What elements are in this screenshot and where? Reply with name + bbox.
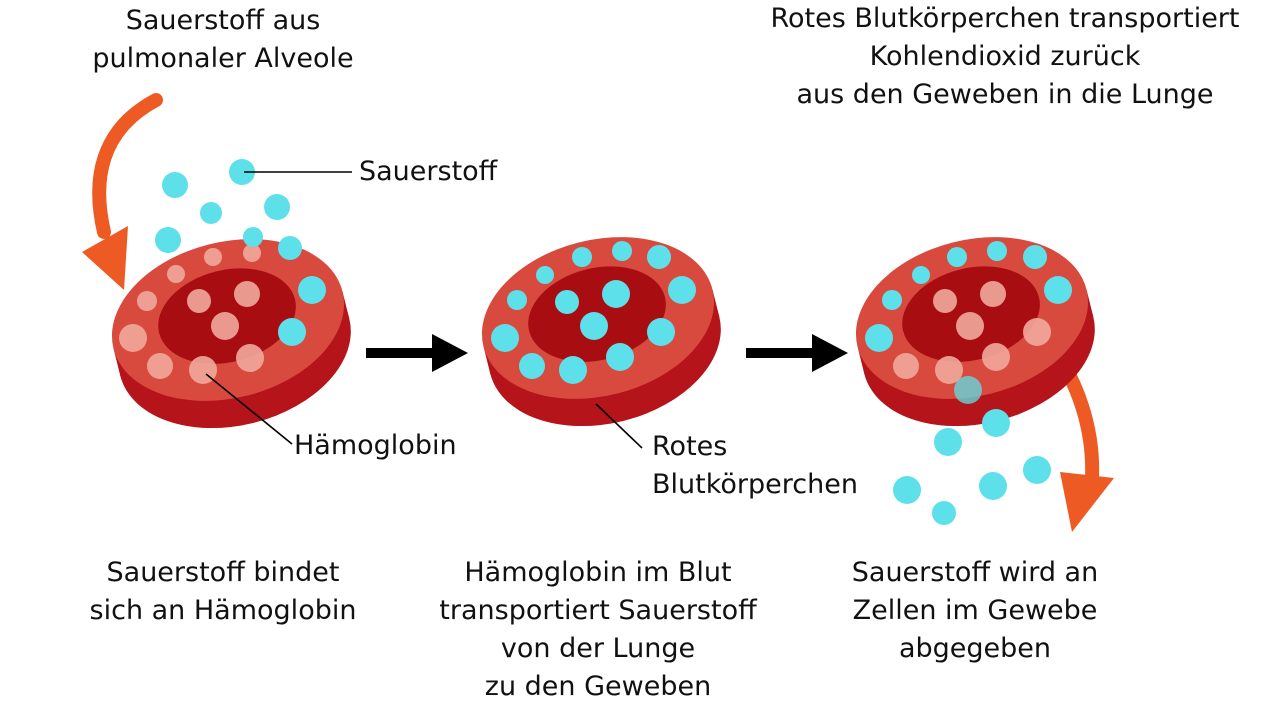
caption-step-1: Sauerstoff bindet sich an Hämoglobin: [64, 554, 382, 630]
caption-step-2: Hämoglobin im Blut transportiert Sauerst…: [420, 554, 776, 706]
leader-line-hemoglobin: [205, 373, 293, 445]
label-co2-transport: Rotes Blutkörperchen transportiert Kohle…: [752, 0, 1258, 114]
label-line: Rotes Blutkörperchen transportiert: [770, 3, 1240, 34]
label-line: Blutkörperchen: [652, 469, 858, 500]
caption-line: Sauerstoff bindet: [106, 557, 340, 588]
label-line: pulmonaler Alveole: [92, 43, 354, 74]
caption-line: Zellen im Gewebe: [852, 595, 1098, 626]
caption-line: zu den Geweben: [484, 671, 712, 702]
black-arrow-2: [746, 334, 848, 372]
caption-line: von der Lunge: [500, 633, 696, 664]
caption-step-3: Sauerstoff wird an Zellen im Gewebe abge…: [828, 554, 1122, 668]
label-line: Sauerstoff aus: [125, 5, 321, 36]
oxygen-molecules-released: [893, 376, 1051, 525]
oxygen-bound-2: [491, 241, 696, 384]
label-oxygen: Sauerstoff: [359, 153, 497, 191]
label-hemoglobin: Hämoglobin: [294, 427, 457, 465]
label-line: Sauerstoff: [359, 156, 498, 187]
caption-line: abgegeben: [898, 633, 1052, 664]
oxygen-bound-3: [865, 241, 1072, 352]
hemoglobin-spots-3: [893, 281, 1051, 384]
black-arrow-1: [366, 334, 468, 372]
oxygen-molecules-free-1: [155, 159, 290, 253]
leader-line-red-cell: [595, 403, 643, 449]
oxygen-bound-1: [278, 236, 326, 346]
label-line: Hämoglobin: [294, 430, 457, 461]
caption-line: sich an Hämoglobin: [89, 595, 357, 626]
label-line: Kohlendioxid zurück: [869, 41, 1141, 72]
label-line: Rotes: [652, 431, 728, 462]
hemoglobin-spots-1: [119, 244, 264, 384]
label-oxygen-from-alveole: Sauerstoff aus pulmonaler Alveole: [70, 2, 376, 78]
caption-line: transportiert Sauerstoff: [439, 595, 757, 626]
label-red-blood-cell: Rotes Blutkörperchen: [652, 428, 858, 504]
caption-line: Sauerstoff wird an: [851, 557, 1099, 588]
orange-arrow-in: [82, 93, 163, 290]
label-line: aus den Geweben in die Lunge: [796, 79, 1214, 110]
caption-line: Hämoglobin im Blut: [464, 557, 732, 588]
